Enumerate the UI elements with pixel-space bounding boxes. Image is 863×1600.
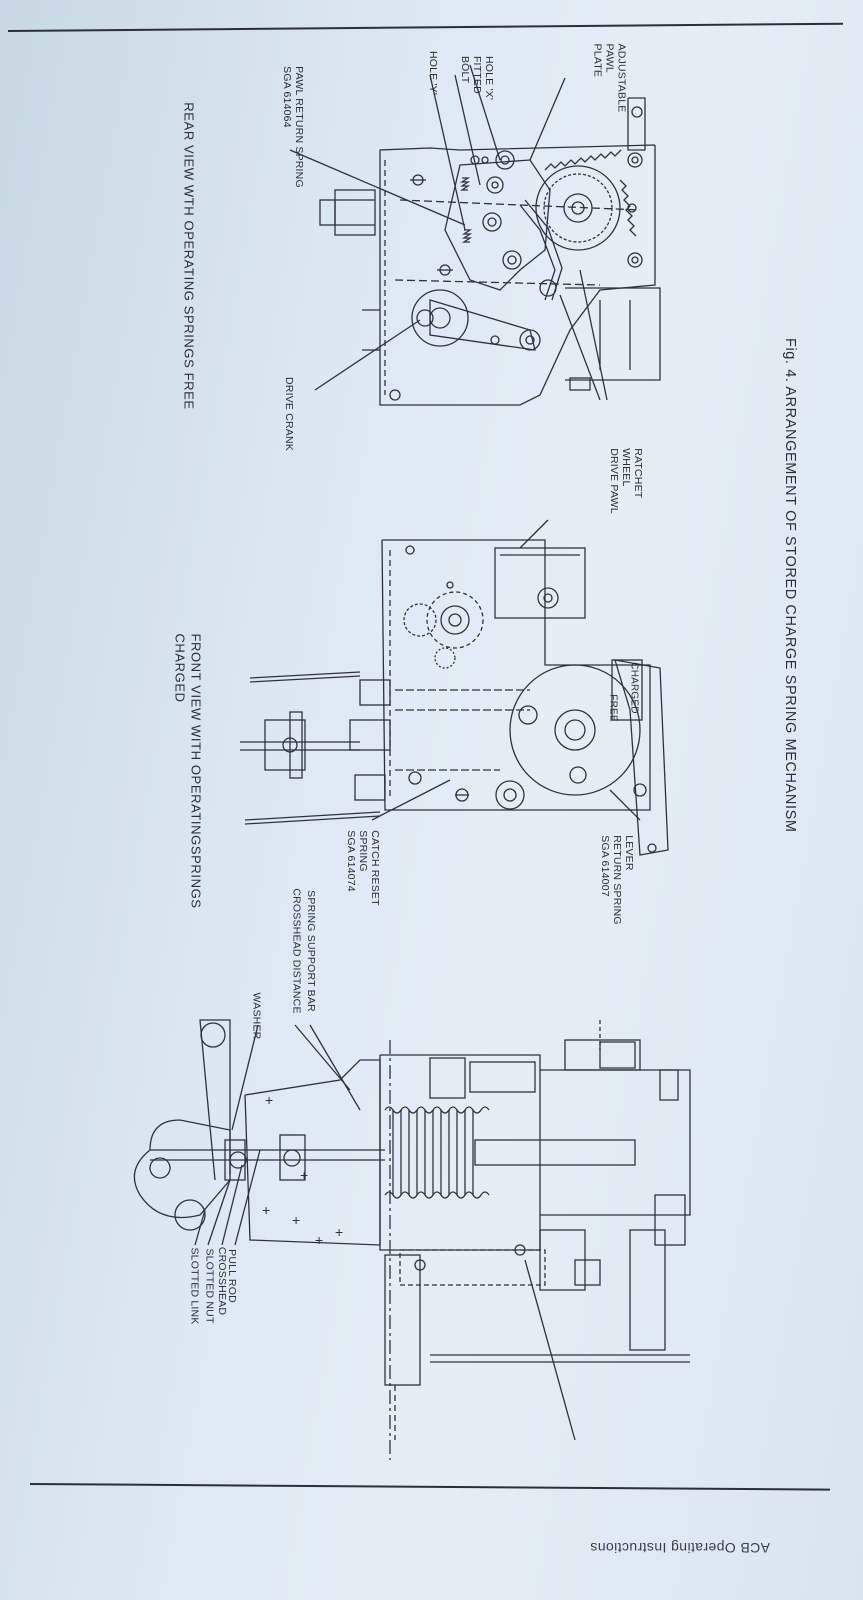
label-crosshead-distance: CROSSHEAD DISTANCE — [290, 888, 303, 1014]
label-crosshead: CROSSHEAD — [216, 1246, 229, 1316]
label-slotted-link: SLOTTED LINK — [188, 1247, 201, 1325]
label-free: FREE — [607, 694, 619, 722]
side-view-illustration: + + + + + + — [133, 1019, 691, 1460]
label-washer: WASHER — [250, 992, 263, 1040]
front-view-caption: FRONT VIEW WITH OPERATINGSPRINGS CHARGED — [172, 633, 204, 909]
label-lever-return-spring: LEVER RETURN SPRING SGA 614007 — [598, 835, 635, 925]
label-drive-crank: DRIVE CRANK — [282, 377, 295, 451]
footer-text: ACB Operating Instructions — [590, 1540, 771, 1556]
label-slotted-nut: SLOTTED NUT — [203, 1248, 216, 1324]
label-ratchet-wheel-drive-pawl: RATCHET WHEEL DRIVE PAWL — [607, 448, 644, 514]
front-view-illustration — [240, 519, 669, 856]
svg-text:+: + — [262, 1202, 270, 1218]
label-catch-reset-spring: CATCH RESET SPRING SGA 614074 — [344, 830, 381, 906]
rear-view-caption: REAR VIEW WTH OPERATING SPRINGS FREE — [181, 102, 197, 410]
svg-text:+: + — [292, 1212, 300, 1228]
label-spring-support-bar: SPRING SUPPORT BAR — [304, 890, 317, 1012]
label-hole-x-fitted-bolt: HOLE 'X' FITTED BOLT — [459, 55, 496, 101]
figure-caption: Fig. 4. ARRANGEMENT OF STORED CHARGE SPR… — [782, 338, 798, 833]
label-hole-y: HOLE 'Y' — [427, 50, 440, 96]
svg-text:+: + — [265, 1092, 273, 1108]
svg-text:+: + — [315, 1232, 323, 1248]
label-adjustable-pawl-plate: ADJUSTABLE PAWL PLATE — [591, 43, 628, 113]
label-charged: CHARGED — [628, 662, 640, 714]
svg-text:+: + — [300, 1167, 308, 1183]
rear-view-illustration — [289, 64, 661, 406]
svg-text:+: + — [335, 1224, 343, 1240]
label-pawl-return-spring: PAWL RETURN SPRING SGA 614064 — [280, 66, 305, 188]
